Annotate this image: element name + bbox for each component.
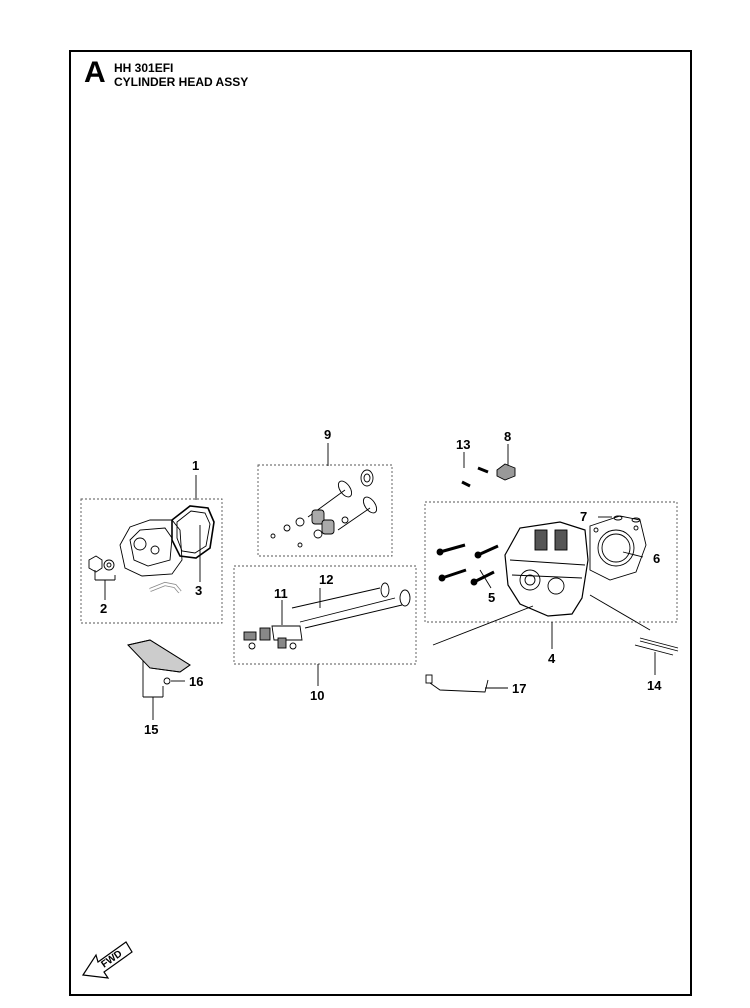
callout-9: 9: [324, 427, 331, 442]
model-name: HH 301EFI: [114, 61, 174, 75]
section-letter: A: [84, 56, 106, 89]
callout-17: 17: [512, 681, 526, 696]
valve-set-part: [270, 469, 378, 548]
assembly-title: CYLINDER HEAD ASSY: [114, 75, 249, 89]
head-gasket-part: [589, 515, 647, 581]
callout-6: 6: [653, 551, 660, 566]
drawing-frame: [69, 50, 692, 996]
spring-pin-part: [461, 466, 489, 488]
forward-direction-icon: FWD: [81, 941, 133, 979]
callout-4: 4: [548, 651, 556, 666]
breather-fitting-part: [496, 463, 516, 481]
valve-cover-part: [119, 519, 183, 594]
callout-2: 2: [100, 601, 107, 616]
callout-12: 12: [319, 572, 333, 587]
callout-8: 8: [504, 429, 511, 444]
rocker-arm-part: [243, 625, 303, 650]
callout-15: 15: [144, 722, 158, 737]
deflector-plate-part: [127, 639, 191, 673]
screw-part: [163, 677, 171, 685]
temperature-sensor-part: [425, 674, 489, 693]
group-box-cylinder-head: [424, 501, 678, 623]
push-rod-part: [291, 582, 411, 629]
callout-14: 14: [647, 678, 662, 693]
stud-part: [634, 637, 679, 656]
group-box-valve-set: [257, 464, 393, 557]
callout-16: 16: [189, 674, 203, 689]
dowel-pin-part: [613, 515, 641, 523]
group-box-valve-cover: [80, 498, 223, 624]
callout-7: 7: [580, 509, 587, 524]
callout-13: 13: [456, 437, 470, 452]
nut-washer-part: [88, 555, 115, 573]
callout-1: 1: [192, 458, 199, 473]
callout-11: 11: [274, 586, 288, 601]
cylinder-head-part: [504, 521, 589, 617]
callout-5: 5: [488, 590, 495, 605]
callout-3: 3: [195, 583, 202, 598]
callout-10: 10: [310, 688, 324, 703]
valve-cover-gasket-part: [171, 505, 215, 559]
head-bolts-part: [436, 543, 499, 586]
